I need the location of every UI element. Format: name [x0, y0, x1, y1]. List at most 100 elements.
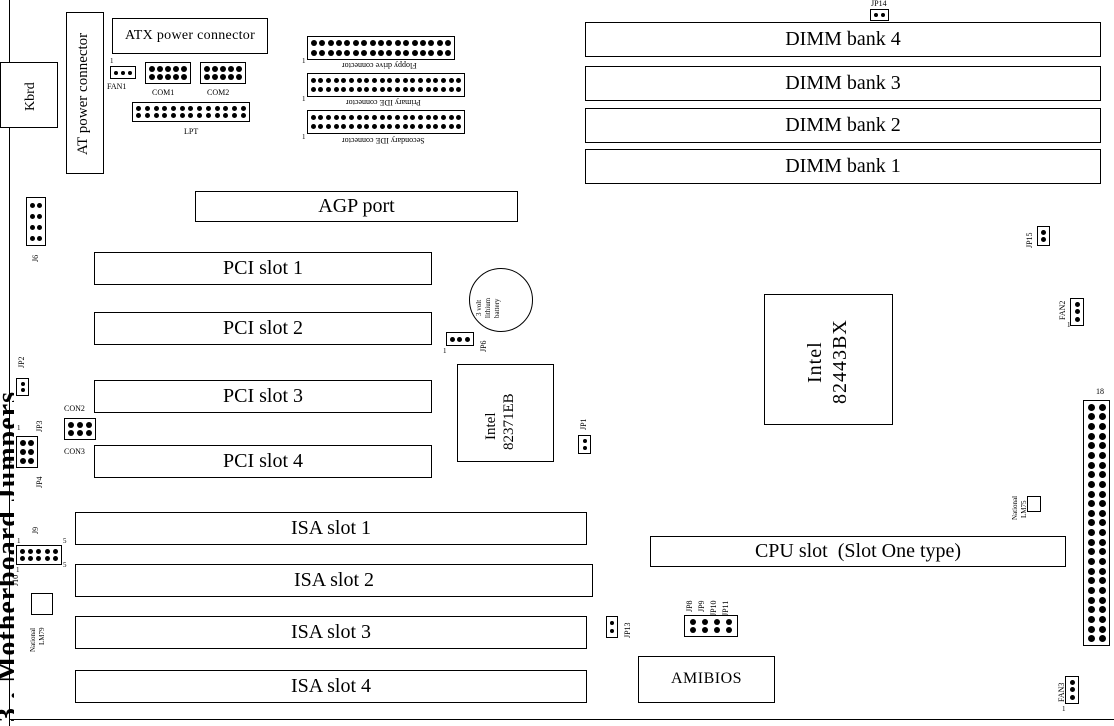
header-pin [326, 124, 332, 130]
fan2-pin1-label: 1 [1067, 321, 1071, 329]
header-pin [1098, 577, 1106, 585]
pci-slot-4-label: PCI slot 4 [222, 450, 304, 472]
header-pin [457, 336, 463, 342]
header-pin [701, 627, 708, 634]
header-pin [29, 202, 35, 208]
con2-label: CON2 [64, 404, 85, 413]
isa-slot-3: ISA slot 3 [75, 616, 587, 649]
header-pin [689, 627, 696, 634]
header-pin [333, 114, 339, 120]
header-pin [68, 430, 74, 437]
header-pin [310, 124, 316, 130]
header-pin [181, 74, 188, 81]
primary-ide-header [307, 73, 465, 97]
header-pin [410, 114, 416, 120]
dimm-bank-1: DIMM bank 1 [585, 149, 1101, 184]
j10-pin5-label: 5 [63, 561, 67, 569]
header-pin [29, 224, 35, 230]
header-pin [394, 77, 400, 83]
header-pin [1098, 500, 1106, 508]
agp-port: AGP port [195, 191, 518, 222]
jp15-label: JP15 [1025, 232, 1034, 248]
header-pin [148, 65, 155, 72]
j10-pin1-label: 1 [16, 566, 20, 574]
header-pin [327, 49, 334, 56]
header-pin [1087, 558, 1095, 566]
floppy-label: Floppy drive connector [342, 61, 417, 70]
header-pin [44, 548, 50, 554]
header-pin [153, 113, 159, 119]
header-pin [582, 446, 587, 450]
header-pin [420, 49, 427, 56]
header-pin [1087, 509, 1095, 517]
dimm-bank-4: DIMM bank 4 [585, 22, 1101, 57]
header-pin [344, 40, 351, 47]
header-pin [433, 124, 439, 130]
header-pin [425, 114, 431, 120]
header-pin [402, 114, 408, 120]
header-pin [28, 458, 35, 464]
floppy-header [307, 36, 455, 60]
header-pin [410, 77, 416, 83]
j6-label: J6 [31, 254, 40, 262]
national-lm75-chip [1027, 496, 1041, 512]
header-pin [219, 65, 226, 72]
jp14-label: JP14 [871, 0, 887, 8]
header-pin [228, 65, 235, 72]
header-pin [1087, 480, 1095, 488]
header-pin [335, 40, 342, 47]
floppy-pin1-label: 1 [302, 57, 306, 65]
pci-slot-3: PCI slot 3 [94, 380, 432, 413]
j10-label: J10 [11, 574, 20, 586]
header-pin [1087, 423, 1095, 431]
header-pin [156, 74, 163, 81]
header-pin [582, 439, 587, 443]
fan1-label: FAN1 [107, 82, 127, 91]
header-pin [162, 105, 168, 111]
header-pin [403, 49, 410, 56]
amibios-chip: AMIBIOS [638, 656, 775, 703]
header-pin [356, 87, 362, 93]
header-pin [465, 336, 471, 342]
header-pin [1041, 229, 1046, 235]
header-pin [1087, 577, 1095, 585]
header-pin [1087, 529, 1095, 537]
header-pin [379, 114, 385, 120]
header-pin [318, 87, 324, 93]
header-pin [411, 49, 418, 56]
southbridge-label-line2: 82371EB [501, 393, 517, 450]
header-pin [386, 49, 393, 56]
j18-header [1083, 400, 1110, 646]
header-pin [223, 105, 229, 111]
header-pin [402, 124, 408, 130]
primary-ide-pin1-label: 1 [302, 95, 306, 103]
dimm-bank-2: DIMM bank 2 [585, 108, 1101, 143]
header-pin [352, 40, 359, 47]
header-pin [1098, 452, 1106, 459]
header-pin [318, 124, 324, 130]
header-pin [364, 87, 370, 93]
pci-slot-2-label: PCI slot 2 [222, 317, 304, 339]
header-pin [701, 618, 708, 625]
header-pin [77, 430, 83, 437]
header-pin [1069, 679, 1075, 685]
header-pin [1069, 687, 1075, 693]
j18-pin-label: 18 [1096, 387, 1104, 396]
header-pin [456, 77, 462, 83]
header-pin [425, 77, 431, 83]
header-pin [1087, 596, 1095, 604]
header-pin [19, 449, 26, 455]
header-pin [377, 40, 384, 47]
header-pin [726, 618, 733, 625]
at-power-label: AT power connector [75, 32, 91, 155]
header-pin [68, 421, 74, 428]
secondary-ide-label: Secondary IDE connector [342, 136, 425, 145]
header-pin [425, 124, 431, 130]
header-pin [356, 114, 362, 120]
header-pin [440, 87, 446, 93]
header-pin [19, 440, 26, 446]
header-pin [240, 105, 246, 111]
header-pin [203, 65, 210, 72]
header-pin [1098, 442, 1106, 450]
header-pin [1098, 490, 1106, 498]
